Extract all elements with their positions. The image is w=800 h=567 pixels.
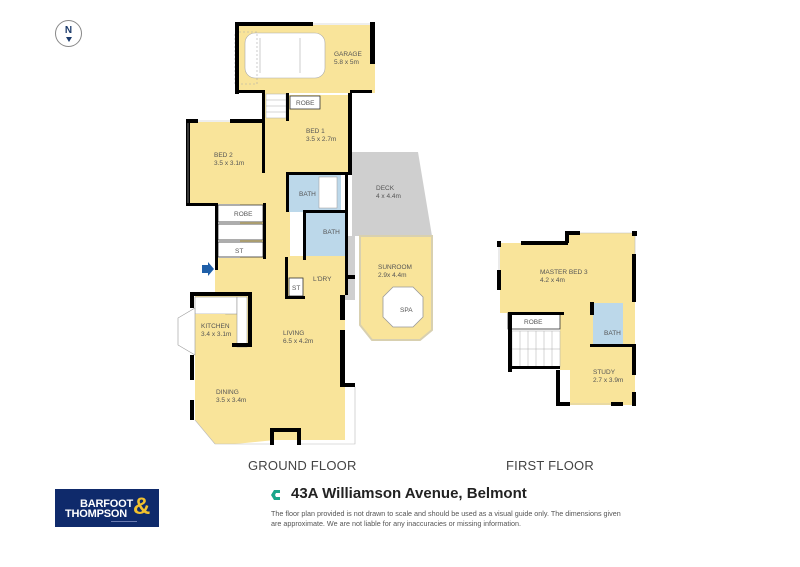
entry: [215, 258, 290, 298]
living-size: 6.5 x 4.2m: [283, 338, 313, 345]
north-arrow-icon: [66, 37, 72, 42]
room-master-bed: [500, 233, 635, 405]
brand-ampersand: &: [133, 493, 151, 520]
sunroom-label: SUNROOM: [378, 264, 412, 271]
st2-label: ST: [292, 285, 300, 292]
bed1-label: BED 1: [306, 128, 325, 135]
bed1-size: 3.5 x 2.7m: [306, 136, 336, 143]
stairs-top: [265, 93, 287, 119]
dining-size: 3.5 x 3.4m: [216, 397, 246, 404]
bed2-label: BED 2: [214, 152, 233, 159]
room-kitchen: [195, 314, 232, 355]
study-size: 2.7 x 3.9m: [593, 377, 623, 384]
compass: N: [55, 20, 82, 47]
bay-window: [177, 307, 196, 356]
bath-first-label: BATH: [604, 330, 621, 337]
room-bath-first: [593, 303, 623, 345]
disclaimer-text: The floor plan provided is not drawn to …: [271, 509, 621, 528]
study-label: STUDY: [593, 369, 616, 376]
room-living-dining: [195, 295, 345, 444]
garage-size: 5.8 x 5m: [334, 59, 359, 66]
robe-mid-label: ROBE: [234, 211, 253, 218]
brand-line1: BARFOOT: [80, 498, 133, 510]
address-heading: 43A Williamson Avenue, Belmont: [270, 485, 527, 502]
spa-icon: [382, 286, 424, 328]
st1-label: ST: [235, 248, 243, 255]
stairs-first: [511, 330, 561, 368]
windows-ground: [187, 23, 370, 445]
north-label: N: [64, 25, 73, 36]
robe-top-label: ROBE: [296, 100, 315, 107]
ground-floor-title: GROUND FLOOR: [248, 458, 357, 473]
deck-label: DECK: [376, 185, 395, 192]
robe-first-label: ROBE: [524, 319, 543, 326]
brand-mark-icon: [270, 488, 281, 500]
first-floor-title: FIRST FLOOR: [506, 458, 594, 473]
master-bed-label: MASTER BED 3: [540, 269, 588, 276]
ground-floor: [177, 22, 433, 445]
entry-arrow-icon: [202, 262, 214, 276]
address-text: 43A Williamson Avenue, Belmont: [291, 485, 527, 502]
bath1-label: BATH: [299, 191, 316, 198]
bathtub-icon: [318, 176, 338, 209]
kitchen-label: KITCHEN: [201, 323, 230, 330]
stairs-ground: [217, 223, 264, 241]
car-icon: [234, 31, 326, 85]
room-robe-top: [289, 95, 321, 110]
master-bed-size: 4.2 x 4m: [540, 277, 565, 284]
living-label: LIVING: [283, 330, 304, 337]
bath2-label: BATH: [323, 229, 340, 236]
garage-label: GARAGE: [334, 51, 362, 58]
brand-logo: BARFOOT THOMPSON &: [55, 489, 159, 527]
kitchen-bench: [194, 296, 238, 315]
brand-line2: THOMPSON: [65, 508, 127, 520]
kitchen-size: 3.4 x 3.1m: [201, 331, 231, 338]
room-deck: [352, 152, 432, 236]
room-bath2: [306, 212, 346, 256]
bed2-size: 3.5 x 3.1m: [214, 160, 244, 167]
spa-label: SPA: [400, 307, 413, 314]
sunroom-size: 2.9x 4.4m: [378, 272, 407, 279]
deck-size: 4 x 4.4m: [376, 193, 401, 200]
floor-plan: GARAGE 5.8 x 5m ROBE BED 1 3.5 x 2.7m BE…: [177, 22, 637, 445]
kitchen-bench-side: [236, 296, 248, 348]
brand-tagline: [111, 521, 137, 522]
dining-label: DINING: [216, 389, 239, 396]
windows-first: [498, 232, 636, 405]
walls-first: [497, 231, 637, 406]
room-labels: GARAGE 5.8 x 5m ROBE BED 1 3.5 x 2.7m BE…: [201, 51, 623, 404]
first-floor: [497, 231, 637, 406]
laundry-label: L'DRY: [313, 276, 332, 283]
